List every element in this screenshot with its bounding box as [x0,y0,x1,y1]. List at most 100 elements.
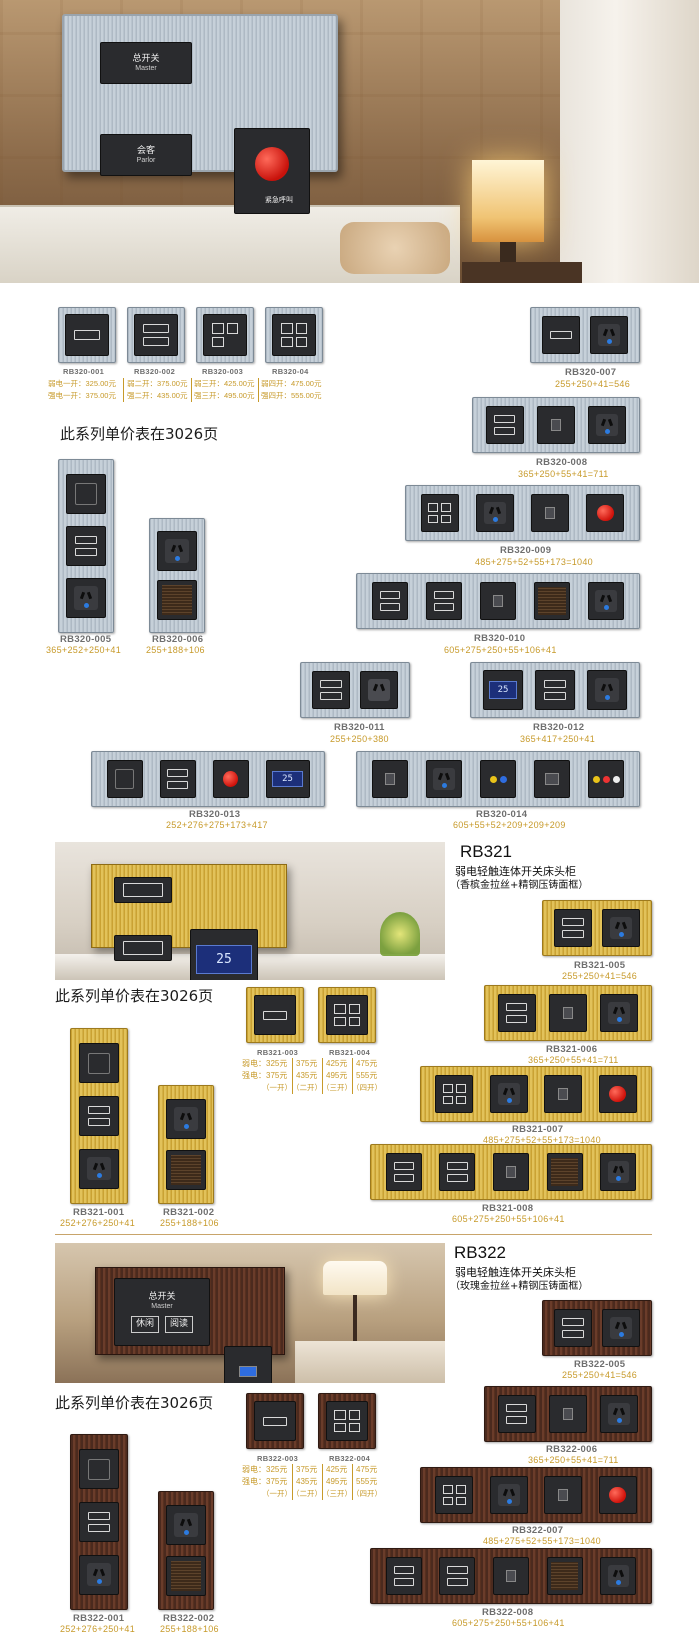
sizes-rb320-014: 605+55+52+209+209+209 [453,820,566,830]
rb321-page-note: 此系列单价表在3026页 [55,987,214,1005]
rb322-strong-3: 495元 [326,1477,348,1486]
price-separator [322,1464,323,1500]
panel-rb321-006 [484,985,652,1041]
master-switch: 总开关 Master [100,42,192,84]
rb321-weak-3: 425元 [326,1059,348,1068]
nightstand [462,262,582,283]
model-rb320-008: RB320-008 [536,457,588,468]
flower [380,912,420,956]
rb322-kind-2: （二开） [292,1489,322,1498]
panel-rb321-007 [420,1066,652,1122]
model-rb322-006: RB322-006 [546,1444,598,1455]
price-3-line-2: 强三开：495.00元 [194,391,255,400]
panel-rb321-004 [318,987,376,1043]
sizes-rb321-007: 485+275+52+55+173=1040 [483,1135,601,1145]
sizes-rb321-002: 255+188+106 [160,1218,219,1228]
rb321-subtitle-2: （香槟金拉丝+精钢压铸面框） [450,880,589,891]
price-3-line-1: 弱三开：425.00元 [194,379,255,388]
model-rb320-007: RB320-007 [565,367,617,378]
parlor-label-cn: 会客 [136,146,155,156]
panel-rb320-005 [58,459,114,633]
panel-rb321-001 [70,1028,128,1204]
rb322-weak-2: 375元 [296,1465,318,1474]
panel-rb321-003 [246,987,304,1043]
price-2-line-1: 弱二开：375.00元 [127,379,188,388]
rb321-weak-1: 325元 [266,1059,288,1068]
rb322-kind-3: （三开） [322,1489,352,1498]
model-rb321-002: RB321-002 [163,1207,215,1218]
panel-rb320-007 [530,307,640,363]
parlor-switch: 会客 Parlor [100,134,192,176]
rb321-strong-3: 495元 [326,1071,348,1080]
lamp-stand-2 [353,1295,357,1345]
rb322-title: RB322 [454,1243,506,1262]
price-model-rb322-004: RB322-004 [329,1454,371,1463]
rb321-kind-4: （四开） [352,1083,382,1092]
panel-rb321-002 [158,1085,214,1204]
panel-rb322-001 [70,1434,128,1610]
price-1-line-2: 强电一开：375.00元 [48,391,116,400]
panel-rb320-008 [472,397,640,453]
rb322-strong-1: 375元 [266,1477,288,1486]
model-rb320-010: RB320-010 [474,633,526,644]
sizes-rb320-010: 605+275+250+55+106+41 [444,645,557,655]
price-separator [292,1464,293,1500]
panel-rb322-008 [370,1548,652,1604]
rb322-page-note: 此系列单价表在3026页 [55,1394,214,1412]
price-model-2: RB320-002 [134,367,176,376]
rb321-strong-4: 555元 [356,1071,378,1080]
price-1-line-1: 弱电一开：325.00元 [48,379,116,388]
price-separator [258,378,259,402]
sizes-rb320-009: 485+275+52+55+173=1040 [475,557,593,567]
sos-module: 紧急呼叫 [234,128,310,214]
hero-image-rb322: 总开关 Master 休闲 阅读 [55,1243,445,1383]
lamp-shade-2 [323,1261,387,1295]
model-rb320-005: RB320-005 [60,634,112,645]
price-model-1: RB320-001 [63,367,105,376]
rb322-kind-4: （四开） [352,1489,382,1498]
rb322-kind-1: （一开） [262,1489,292,1498]
sizes-rb322-007: 485+275+52+55+173=1040 [483,1536,601,1546]
panel-rb320-012: 25 [470,662,640,718]
panel-rb320-001 [58,307,116,363]
sizes-rb320-011: 255+250+380 [330,734,389,744]
model-rb322-001: RB322-001 [73,1613,125,1624]
lamp-shade [472,160,544,242]
panel-rb320-014 [356,751,640,807]
lcd-rb320-012: 25 [488,681,518,699]
section-divider [55,1234,652,1235]
sizes-rb321-006: 365+250+55+41=711 [528,1055,619,1065]
model-rb320-013: RB320-013 [189,809,241,820]
price-4-line-1: 弱四开：475.00元 [261,379,322,388]
panel-rb321-008 [370,1144,652,1200]
sizes-rb322-008: 605+275+250+55+106+41 [452,1618,565,1628]
rb321-weak-2: 375元 [296,1059,318,1068]
panel-rb320-010 [356,573,640,629]
price-model-4: RB320-04 [272,367,309,376]
price-separator [322,1058,323,1094]
rb322-subtitle-2: （玫瑰金拉丝+精钢压铸面框） [450,1281,589,1292]
rb322-hero-btn-2: 阅读 [165,1315,194,1333]
rb321-strong-label: 强电： [242,1071,266,1080]
rb322-strong-4: 555元 [356,1477,378,1486]
model-rb320-014: RB320-014 [476,809,528,820]
hero-panel: 总开关 Master 会客 Parlor 紧急呼叫 [62,14,338,214]
price-separator [352,1058,353,1094]
sizes-rb320-008: 365+250+55+41=711 [518,469,609,479]
model-rb321-008: RB321-008 [482,1203,534,1214]
price-2-line-2: 强二开：435.00元 [127,391,188,400]
hero-image-rb321: 25 [55,842,445,980]
rb322-strong-2: 435元 [296,1477,318,1486]
sizes-rb320-006: 255+188+106 [146,645,205,655]
panel-rb320-013: 25 [91,751,325,807]
model-rb322-005: RB322-005 [574,1359,626,1370]
model-rb320-012: RB320-012 [533,722,585,733]
sizes-rb321-008: 605+275+250+55+106+41 [452,1214,565,1224]
panel-rb322-002 [158,1491,214,1610]
panel-rb320-004 [265,307,323,363]
sizes-rb322-001: 252+276+250+41 [60,1624,136,1634]
rb321-title: RB321 [460,842,512,861]
sizes-rb322-002: 255+188+106 [160,1624,219,1634]
lcd-rb321-hero: 25 [196,944,252,974]
rb321-kind-2: （二开） [292,1083,322,1092]
